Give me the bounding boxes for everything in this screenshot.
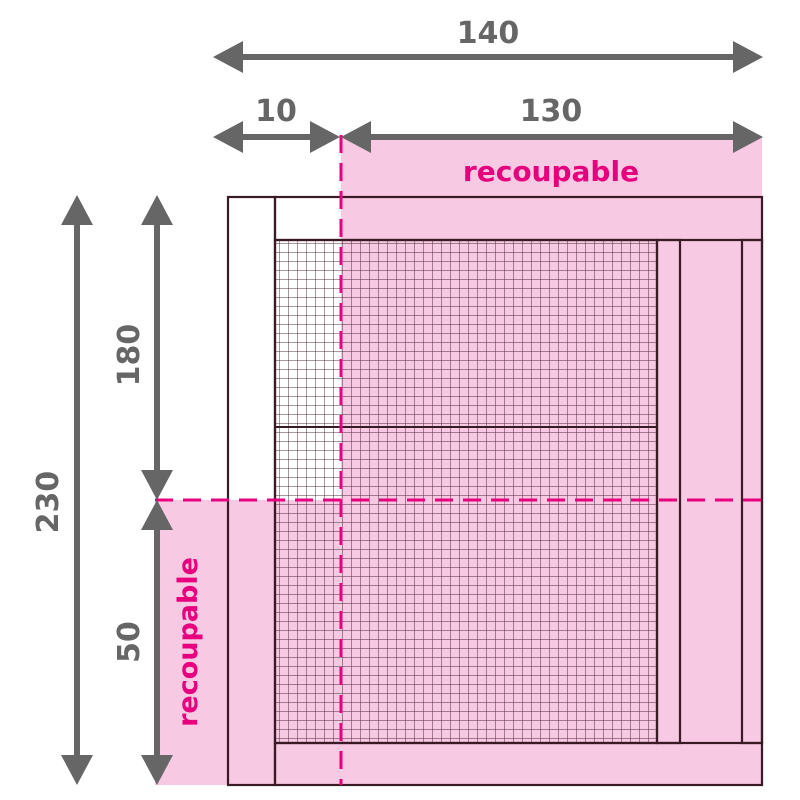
arrowhead bbox=[213, 121, 243, 153]
arrowhead bbox=[141, 195, 173, 225]
arrowhead bbox=[341, 121, 371, 153]
dim-label-total-height: 230 bbox=[31, 471, 66, 534]
recoupable-label-side: recoupable bbox=[173, 557, 204, 727]
dim-label-total-width: 140 bbox=[457, 16, 520, 51]
dim-label-left-width: 10 bbox=[255, 94, 297, 129]
mesh-grid bbox=[275, 240, 657, 743]
arrowhead bbox=[61, 755, 93, 785]
arrowhead bbox=[141, 470, 173, 500]
dim-label-upper-height: 180 bbox=[112, 324, 147, 387]
arrowhead bbox=[61, 195, 93, 225]
dimension-arrows bbox=[61, 41, 763, 785]
recoupable-zone-top bbox=[341, 137, 762, 195]
recoupable-label-top: recoupable bbox=[463, 155, 639, 188]
arrowhead bbox=[310, 121, 340, 153]
arrowhead bbox=[733, 41, 763, 73]
dim-label-right-width: 130 bbox=[520, 94, 583, 129]
arrowhead bbox=[213, 41, 243, 73]
dim-label-lower-height: 50 bbox=[112, 621, 147, 663]
arrowhead bbox=[141, 755, 173, 785]
arrowhead bbox=[141, 500, 173, 530]
arrowhead bbox=[733, 121, 763, 153]
